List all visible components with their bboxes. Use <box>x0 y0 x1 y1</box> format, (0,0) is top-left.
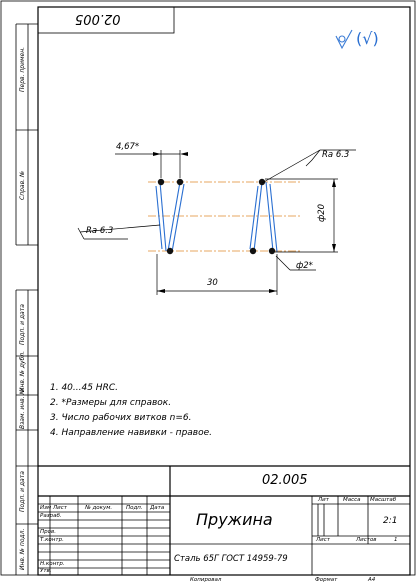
side-podp-data-2: Подп. и дата <box>19 471 26 512</box>
spring-coils <box>155 181 278 253</box>
title-block-grid <box>38 465 410 575</box>
note-item: 4. Направление навивки - правое. <box>50 428 212 438</box>
outer-frame <box>0 0 416 576</box>
roughness-marks <box>77 149 321 240</box>
tb-list: Лист <box>53 505 67 511</box>
side-perv-primen: Перв. примен. <box>19 46 26 92</box>
side-vzam-inv: Взам. инв. № <box>19 388 26 429</box>
tb-utv: Утв. <box>40 568 52 574</box>
doc-number: 02.005 <box>262 473 308 488</box>
dim-diameter: ф20 <box>317 203 327 222</box>
tb-data: Дата <box>150 505 165 511</box>
material: Сталь 65Г ГОСТ 14959-79 <box>174 554 288 564</box>
footer-kopiroval: Копировал <box>190 577 222 583</box>
tb-izm: Изм <box>40 505 52 511</box>
roughness-general-icon <box>335 29 353 50</box>
note-item: 2. *Размеры для справок. <box>50 398 172 408</box>
footer-format: Формат <box>315 577 338 583</box>
tb-massa: Масса <box>343 497 361 503</box>
dim-wire-diameter: ф2* <box>296 261 313 271</box>
roughness-general-label: (√) <box>356 29 379 48</box>
wire-sections <box>157 178 276 255</box>
tb-prov: Пров. <box>40 529 56 535</box>
tb-razrab: Разраб. <box>40 513 62 519</box>
note-item: 1. 40...45 HRC. <box>50 383 118 393</box>
tb-list-label: Лист <box>316 537 330 543</box>
doc-stamp-box <box>37 6 175 34</box>
side-strip-grid <box>15 23 38 575</box>
sheets-value: 1 <box>394 537 398 543</box>
note-item: 3. Число рабочих витков n=6. <box>50 413 192 423</box>
dim-roughness-right: Ra 6.3 <box>322 150 350 160</box>
dim-roughness-left: Ra 6.3 <box>86 226 114 236</box>
dimension-lines <box>79 149 356 295</box>
center-lines <box>148 181 300 252</box>
tb-masshtab: Масштаб <box>370 497 397 503</box>
side-inv-podl: Инв. № подл. <box>19 528 26 570</box>
doc-number-stamp: 02.005 <box>75 11 121 26</box>
part-name: Пружина <box>196 510 273 529</box>
side-podp-data-1: Подп. и дата <box>19 304 26 345</box>
tb-lit: Лит <box>318 497 329 503</box>
dim-length: 30 <box>207 278 218 288</box>
tb-no-dokum: № докум. <box>85 505 113 511</box>
tb-podp: Подп. <box>126 505 143 511</box>
scale-value: 2:1 <box>383 516 398 526</box>
footer-format-value: А4 <box>368 577 376 583</box>
tb-n-kontr: Н.контр. <box>40 561 65 567</box>
tb-listov-label: Листов <box>356 537 377 543</box>
inner-frame <box>37 6 411 576</box>
side-inv-dubl: Инв. № дубл. <box>19 350 26 392</box>
dimension-arrows <box>153 152 336 293</box>
dim-pitch: 4,67* <box>116 142 140 152</box>
tb-t-kontr: Т.контр. <box>40 537 64 543</box>
technical-notes: 1. 40...45 HRC. 2. *Размеры для справок.… <box>50 381 212 441</box>
side-sprav-no: Справ. № <box>19 170 26 200</box>
